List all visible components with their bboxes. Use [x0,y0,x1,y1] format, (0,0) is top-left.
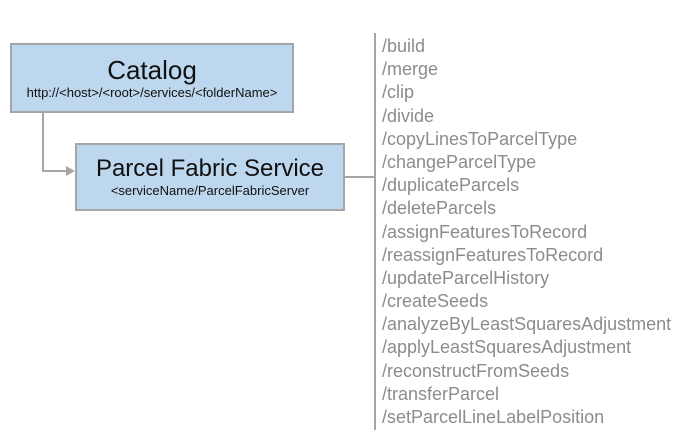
catalog-url-pattern: http://<host>/<root>/services/<folderNam… [26,85,278,100]
endpoint-item: /deleteParcels [382,198,497,219]
catalog-node: Catalog http://<host>/<root>/services/<f… [10,43,294,113]
catalog-title: Catalog [107,55,197,85]
endpoint-item: /transferParcel [382,383,500,404]
endpoint-item: /divide [382,105,435,126]
arrowhead-icon [66,166,75,176]
endpoint-item: /copyLinesToParcelType [382,128,578,149]
endpoint-item: /reassignFeaturesToRecord [382,244,604,265]
endpoint-item: /changeParcelType [382,151,537,172]
endpoints-divider-line [374,33,376,430]
endpoint-item: /setParcelLineLabelPosition [382,407,605,427]
parcel-fabric-service-node: Parcel Fabric Service <serviceName/Parce… [75,143,345,211]
service-to-endpoints-connector [345,176,374,178]
endpoint-item: /createSeeds [382,291,489,312]
service-title: Parcel Fabric Service [95,155,325,182]
endpoint-item: /applyLeastSquaresAdjustment [382,337,632,358]
endpoint-item: /assignFeaturesToRecord [382,221,588,242]
catalog-to-service-connector-horizontal [42,170,67,172]
endpoint-list: /build/merge/clip/divide/copyLinesToParc… [382,35,687,429]
catalog-to-service-connector-vertical [42,113,44,172]
endpoint-item: /updateParcelHistory [382,267,550,288]
endpoint-item: /build [382,36,426,56]
endpoint-item: /clip [382,82,415,103]
endpoint-item: /duplicateParcels [382,175,520,196]
endpoint-item: /reconstructFromSeeds [382,360,570,381]
endpoint-item: /merge [382,59,439,80]
service-url-pattern: <serviceName/ParcelFabricServer [110,183,310,198]
endpoint-item: /analyzeByLeastSquaresAdjustment [382,314,672,335]
